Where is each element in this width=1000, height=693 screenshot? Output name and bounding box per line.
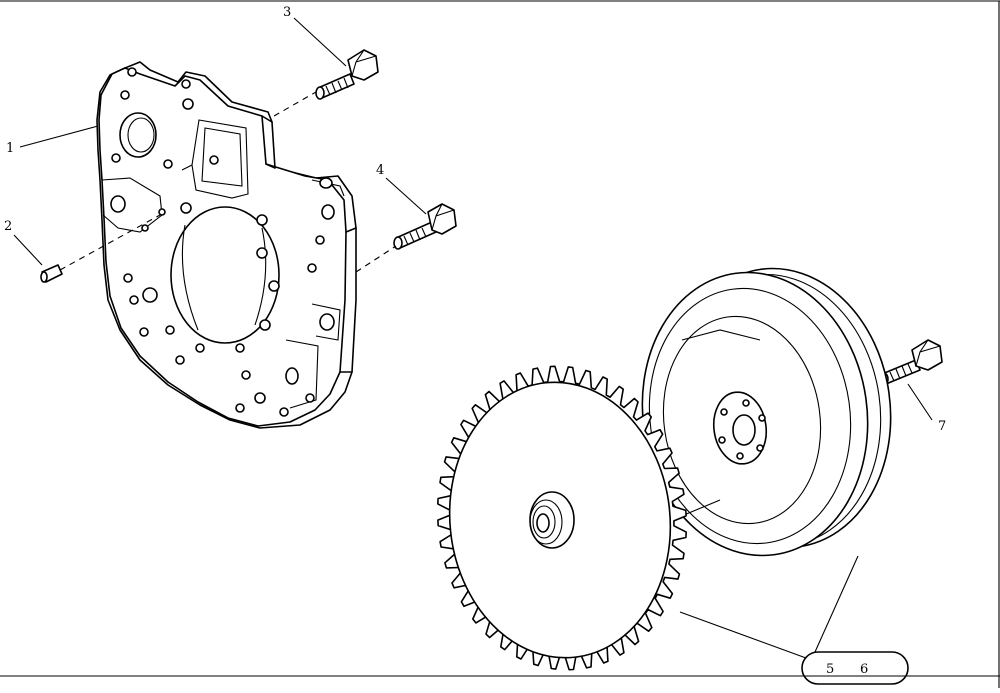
flywheel-bolt[interactable] [879,339,943,386]
callout-group-5-6: 5 6 [801,651,909,685]
callout-5: 5 [826,662,834,677]
callout-3: 3 [283,5,291,20]
callout-7: 7 [938,419,946,434]
ring-gear[interactable] [436,365,687,671]
callout-6: 6 [860,662,868,677]
lower-bolt[interactable] [393,203,457,250]
dowel-pin[interactable] [40,264,63,283]
callout-4: 4 [376,163,384,178]
flywheel-housing[interactable] [96,61,357,429]
flywheel[interactable] [624,254,908,570]
leader-lines [13,17,933,659]
callout-2: 2 [4,219,12,234]
upper-bolt[interactable] [315,49,379,100]
assembly-dashed-lines [59,91,397,273]
callout-1: 1 [6,141,14,156]
